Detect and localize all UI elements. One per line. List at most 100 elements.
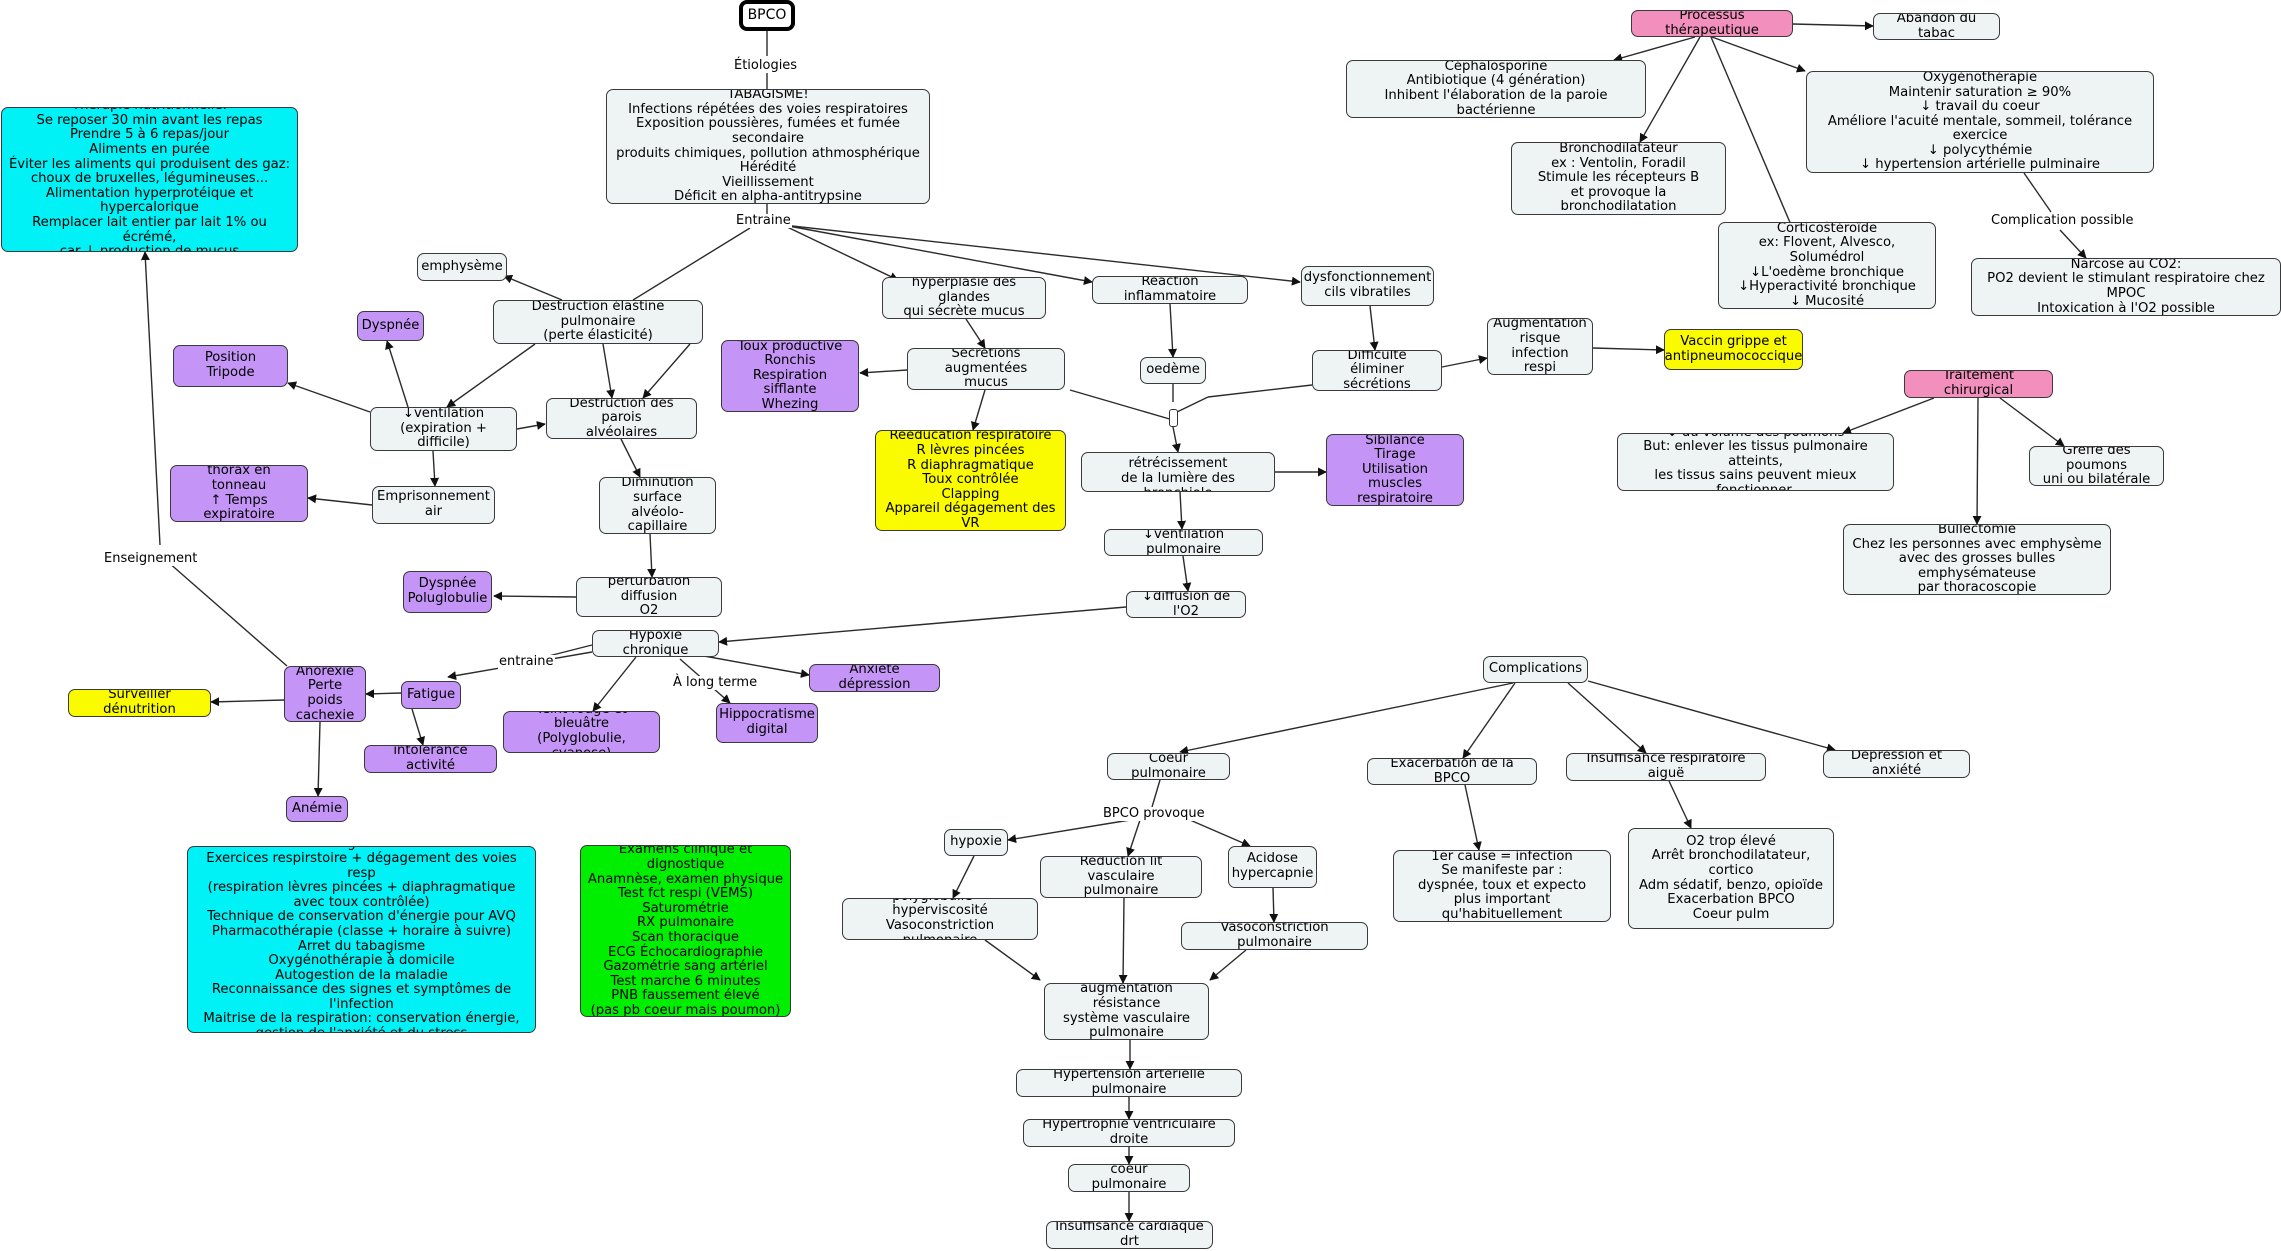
- connector-line: [1176, 396, 1209, 413]
- node-coeur-pulmonaire: Coeur pulmonaire: [1107, 753, 1230, 780]
- connector-line: [965, 318, 986, 349]
- connector-line: [503, 274, 563, 301]
- connector-line: [1592, 345, 1665, 355]
- node-processus: Processus thérapeutique: [1631, 10, 1793, 37]
- connector-line: [430, 450, 440, 487]
- connector-line: [1587, 680, 1836, 753]
- node-bullectomie: Bullectomie Chez les personnes avec emph…: [1843, 524, 2111, 595]
- node-augmentation-risque: Augmentation risque infection respi: [1487, 318, 1593, 375]
- label-complication-possible: Complication possible: [1990, 213, 2135, 228]
- connector-line: [210, 697, 285, 707]
- node-teint: Teint rouge et bleuâtre (Polyglobulie, c…: [503, 711, 660, 753]
- node-reduction-lit: Réduction lit vasculaire pulmonaire: [1040, 856, 1202, 898]
- connector-line: [365, 689, 402, 699]
- node-acidose: Acidose hypercapnie: [1228, 846, 1317, 888]
- node-dyspnee: Dyspnée: [357, 311, 424, 341]
- label-entraine-2: entraine: [498, 654, 555, 669]
- label-a-long-terme: À long terme: [672, 675, 759, 690]
- label-etiologies: Étiologies: [733, 58, 799, 73]
- connector-line: [516, 420, 546, 430]
- connector-line: [446, 343, 536, 408]
- node-thorax: thorax en tonneau ↑ Temps expiratoire: [170, 465, 308, 522]
- node-secretions: Sécrétions augmentées mucus: [907, 348, 1065, 390]
- node-exacerbation: Exacerbation de la BPCO: [1367, 758, 1537, 785]
- connector-line: [411, 708, 425, 746]
- connector-line: [1972, 397, 1982, 525]
- connector-line: [1069, 389, 1174, 421]
- connector-handle[interactable]: [1169, 409, 1178, 427]
- connector-line: [647, 533, 657, 578]
- connector-line: [1171, 426, 1181, 453]
- node-perturbation: perturbation diffusion O2: [576, 577, 722, 617]
- connector-line: [1007, 819, 1131, 844]
- connector-line: [1842, 397, 1935, 435]
- node-narcose: Narcose au CO2: PO2 devient le stimulant…: [1971, 258, 2281, 316]
- node-sibilance: Sibilance Tirage Utilisation muscles res…: [1326, 434, 1464, 506]
- node-obstruction: Obstruction et rétrécissement de la lumi…: [1081, 452, 1275, 492]
- node-enseignement: Enseignement: Exercices respirstoire + d…: [187, 846, 536, 1033]
- node-vasoconstriction: Vasoconstriction pulmonaire: [1181, 922, 1368, 950]
- node-depression-anxiete: Dépression et anxiété: [1823, 750, 1970, 778]
- node-hippocratisme: Hippocratisme digital: [716, 703, 818, 743]
- node-ventilation: ↓ventilation (expiration + difficile): [370, 407, 517, 451]
- connector-line: [1182, 555, 1192, 592]
- node-premiere-cause: 1er cause = infection Se manifeste par :…: [1393, 850, 1611, 922]
- connector-line: [632, 227, 751, 301]
- node-reaction-inflammatoire: Réaction inflammatoire: [1092, 276, 1248, 304]
- connector-line: [385, 340, 409, 408]
- connector-line: [1792, 21, 1874, 31]
- node-hta-pulmonaire: Hypertension artérielle pulmonaire: [1016, 1069, 1242, 1097]
- node-dyspnee-polyglobulie: Dyspnée Poluglobulie: [403, 571, 492, 613]
- connector-line: [2059, 229, 2087, 259]
- node-diffusion-o2: ↓diffusion de l'O2: [1126, 591, 1246, 618]
- node-insuffisance-cardiaque: Insuffisance cardiaque drt: [1046, 1221, 1213, 1249]
- connector-line: [620, 438, 641, 478]
- connector-line: [971, 389, 986, 431]
- node-anxiete-depression: Anxiété dépression: [809, 664, 940, 692]
- connector-line: [782, 224, 1301, 286]
- node-oxygenotherapie: Oxygénothérapie Maintenir saturation ≥ 9…: [1806, 71, 2154, 173]
- node-anemie: Anémie: [286, 796, 348, 822]
- label-bpco-provoque: BPCO provoque: [1102, 806, 1206, 821]
- connector-line: [952, 855, 975, 899]
- connector-line: [1126, 819, 1141, 857]
- node-anorexie: Anorexie Perte poids cachexie: [284, 666, 366, 722]
- connector-line: [859, 367, 908, 377]
- connector-line: [984, 939, 1041, 981]
- connector-line: [1207, 384, 1313, 398]
- node-greffe: Greffe des poumons uni ou bilatérale: [2029, 446, 2164, 486]
- connector-line: [1464, 784, 1482, 851]
- connector-line: [313, 721, 323, 797]
- node-tabagisme: TABAGISME! Infections répétées des voies…: [606, 89, 930, 204]
- node-difficulte: Difficulté éliminer sécrétions: [1312, 350, 1442, 391]
- connector-line: [592, 656, 637, 712]
- connector-line: [1369, 305, 1379, 351]
- connector-line: [1269, 887, 1279, 923]
- node-emprisonnement: Emprisonnement air: [372, 486, 495, 524]
- connector-line: [1999, 397, 2065, 447]
- connector-line: [642, 343, 691, 399]
- node-position-tripode: Position Tripode: [173, 345, 288, 387]
- connector-line: [307, 494, 373, 506]
- node-insuffisance-aigue: Insuffisance respiratoire aiguë: [1566, 753, 1766, 781]
- connector-line: [1668, 780, 1692, 829]
- node-augmentation-resistance: augmentation résistance système vasculai…: [1044, 983, 1209, 1040]
- connector-line: [1613, 36, 1696, 63]
- node-cephalosporine: Céphalosporine Antibiotique (4 génératio…: [1346, 60, 1646, 118]
- connector-line: [782, 224, 899, 281]
- node-volume-poumons: ↓ du volume des poumons But: enlever les…: [1617, 433, 1894, 491]
- connector-line: [1151, 779, 1161, 808]
- node-polyglobulie: polyglobulie = hyperviscosité Vasoconstr…: [842, 898, 1038, 940]
- connector-line: [602, 343, 616, 399]
- connector-line: [1189, 819, 1251, 847]
- node-emphyseme: emphysème: [417, 253, 507, 281]
- node-complications: Complications: [1483, 656, 1588, 683]
- connector-line: [493, 591, 577, 601]
- connector-line: [782, 224, 1093, 285]
- connector-line: [1168, 303, 1178, 358]
- node-corticosteroide: Corticostéroïde ex: Flovent, Alvesco, So…: [1718, 222, 1936, 309]
- node-destruction-elastine: Destruction élastine pulmonaire (perte é…: [493, 300, 703, 344]
- connector-line: [1711, 36, 1806, 73]
- node-destruction-parois: Destruction des parois alvéolaires: [546, 398, 697, 439]
